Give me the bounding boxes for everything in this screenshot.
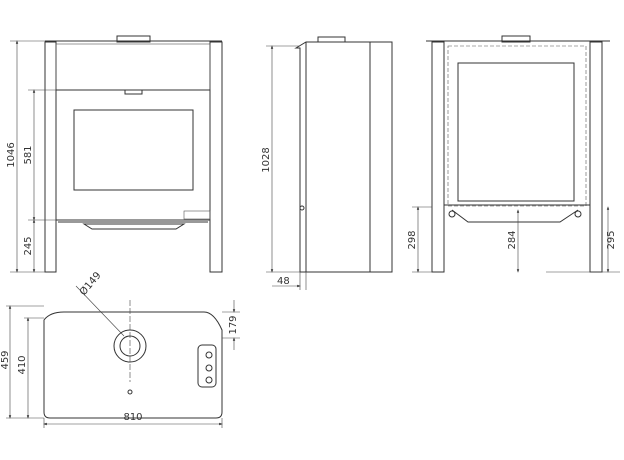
- flue-collar: [501, 35, 531, 43]
- dim-179: 179: [228, 315, 239, 334]
- dim-810: 810: [123, 412, 142, 423]
- front-view: 1046 581 245: [6, 35, 223, 273]
- dim-284: 284: [507, 230, 518, 249]
- back-view: 298 284 295: [407, 35, 620, 273]
- dim-295: 295: [606, 230, 617, 249]
- side-view: 1028 48: [261, 36, 393, 290]
- dim-298: 298: [407, 230, 418, 249]
- dim-1046: 1046: [6, 142, 17, 167]
- door-handle: [124, 89, 143, 95]
- dim-459: 459: [0, 350, 11, 369]
- right-leg: [209, 41, 223, 273]
- left-leg: [44, 41, 57, 273]
- dim-410: 410: [17, 355, 28, 374]
- flue-collar: [116, 35, 151, 43]
- top-view: Ø149 459 410 179 810: [0, 270, 240, 428]
- dim-1028: 1028: [261, 147, 272, 172]
- flue-collar: [317, 36, 346, 43]
- right-leg: [589, 41, 603, 273]
- dim-581: 581: [23, 145, 34, 164]
- upper-panel: [55, 43, 211, 91]
- control-panel: [197, 344, 217, 388]
- back-opening: [457, 62, 575, 202]
- dim-flue-diameter: Ø149: [77, 270, 104, 298]
- dim-48: 48: [277, 276, 290, 287]
- dim-245: 245: [23, 236, 34, 255]
- left-leg: [431, 41, 445, 273]
- door-glass: [73, 109, 194, 191]
